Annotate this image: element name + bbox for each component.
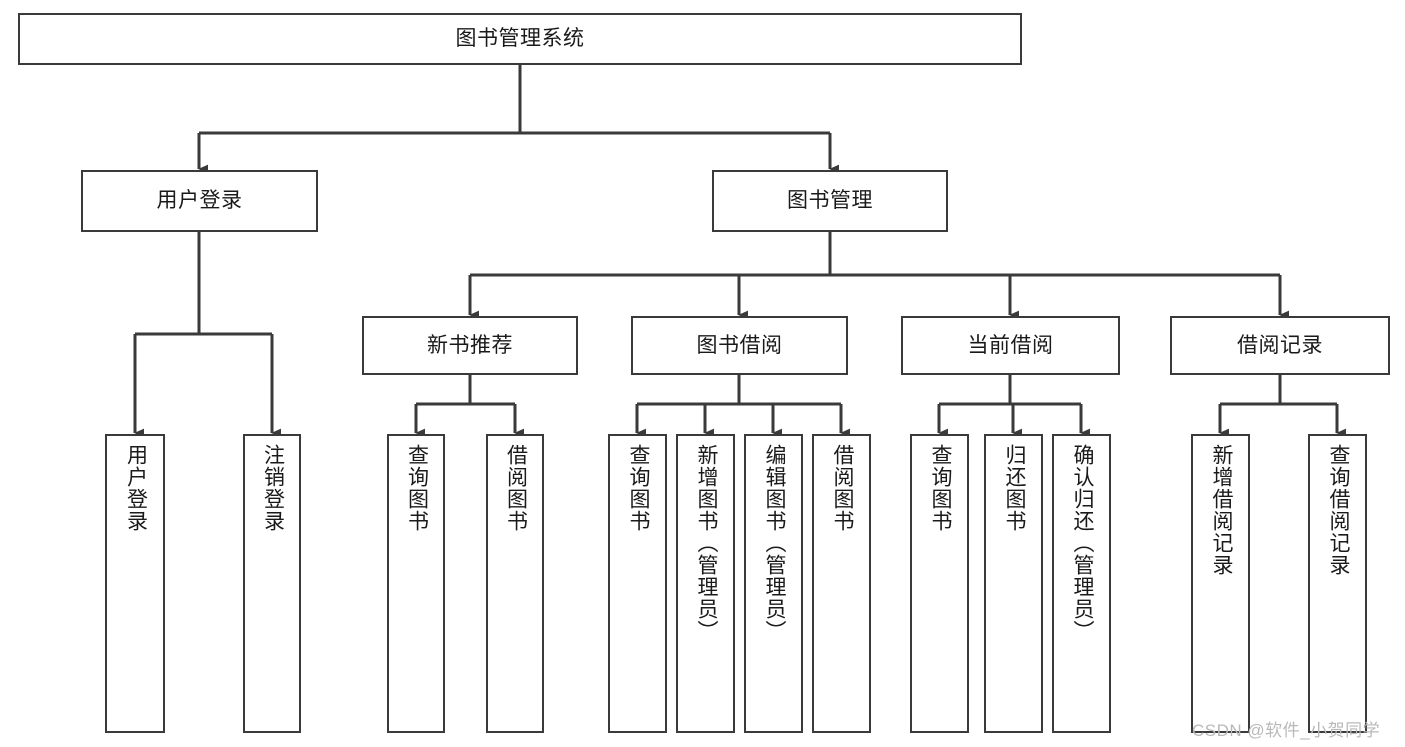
- node-label: 查询图书: [626, 444, 650, 532]
- node-label: 用户登录: [156, 189, 243, 213]
- node-label: 当前借阅: [967, 333, 1054, 357]
- node-label: 查询图书: [928, 444, 952, 532]
- node-label: 新书推荐: [427, 333, 513, 357]
- node-label: 借阅记录: [1237, 333, 1323, 357]
- node-l2-0: 新书推荐: [362, 316, 578, 375]
- node-leaf-12: 查询借阅记录: [1308, 434, 1367, 733]
- node-leaf-10: 确认归还（管理员）: [1052, 434, 1111, 733]
- node-leaf-6: 编辑图书（管理员）: [744, 434, 803, 733]
- node-label: 注销登录: [261, 444, 285, 532]
- node-leaf-4: 查询图书: [608, 434, 667, 733]
- node-leaf-9: 归还图书: [984, 434, 1043, 733]
- node-label: 用户登录: [124, 444, 148, 532]
- node-label: 新增图书（管理员）: [694, 444, 718, 642]
- node-leaf-11: 新增借阅记录: [1191, 434, 1250, 733]
- node-label: 图书管理系统: [455, 27, 585, 51]
- node-label: 借阅图书: [830, 444, 854, 532]
- node-leaf-8: 查询图书: [910, 434, 969, 733]
- node-root: 图书管理系统: [18, 13, 1022, 65]
- node-l2-2: 当前借阅: [901, 316, 1120, 375]
- node-label: 新增借阅记录: [1209, 444, 1233, 576]
- node-leaf-3: 借阅图书: [486, 434, 544, 733]
- node-label: 查询图书: [405, 444, 429, 532]
- node-leaf-2: 查询图书: [387, 434, 445, 733]
- node-label: 借阅图书: [504, 444, 528, 532]
- node-label: 图书借阅: [696, 333, 783, 357]
- node-leaf-7: 借阅图书: [812, 434, 871, 733]
- node-leaf-1: 注销登录: [243, 434, 301, 733]
- node-label: 图书管理: [787, 189, 873, 213]
- node-label: 编辑图书（管理员）: [762, 444, 786, 642]
- node-label: 确认归还（管理员）: [1070, 444, 1094, 642]
- node-l1-1: 图书管理: [712, 170, 948, 232]
- node-l2-3: 借阅记录: [1170, 316, 1390, 375]
- node-label: 查询借阅记录: [1326, 444, 1350, 576]
- node-leaf-0: 用户登录: [105, 434, 165, 733]
- node-label: 归还图书: [1002, 444, 1026, 532]
- node-leaf-5: 新增图书（管理员）: [676, 434, 735, 733]
- node-l1-0: 用户登录: [81, 170, 318, 232]
- node-l2-1: 图书借阅: [631, 316, 848, 375]
